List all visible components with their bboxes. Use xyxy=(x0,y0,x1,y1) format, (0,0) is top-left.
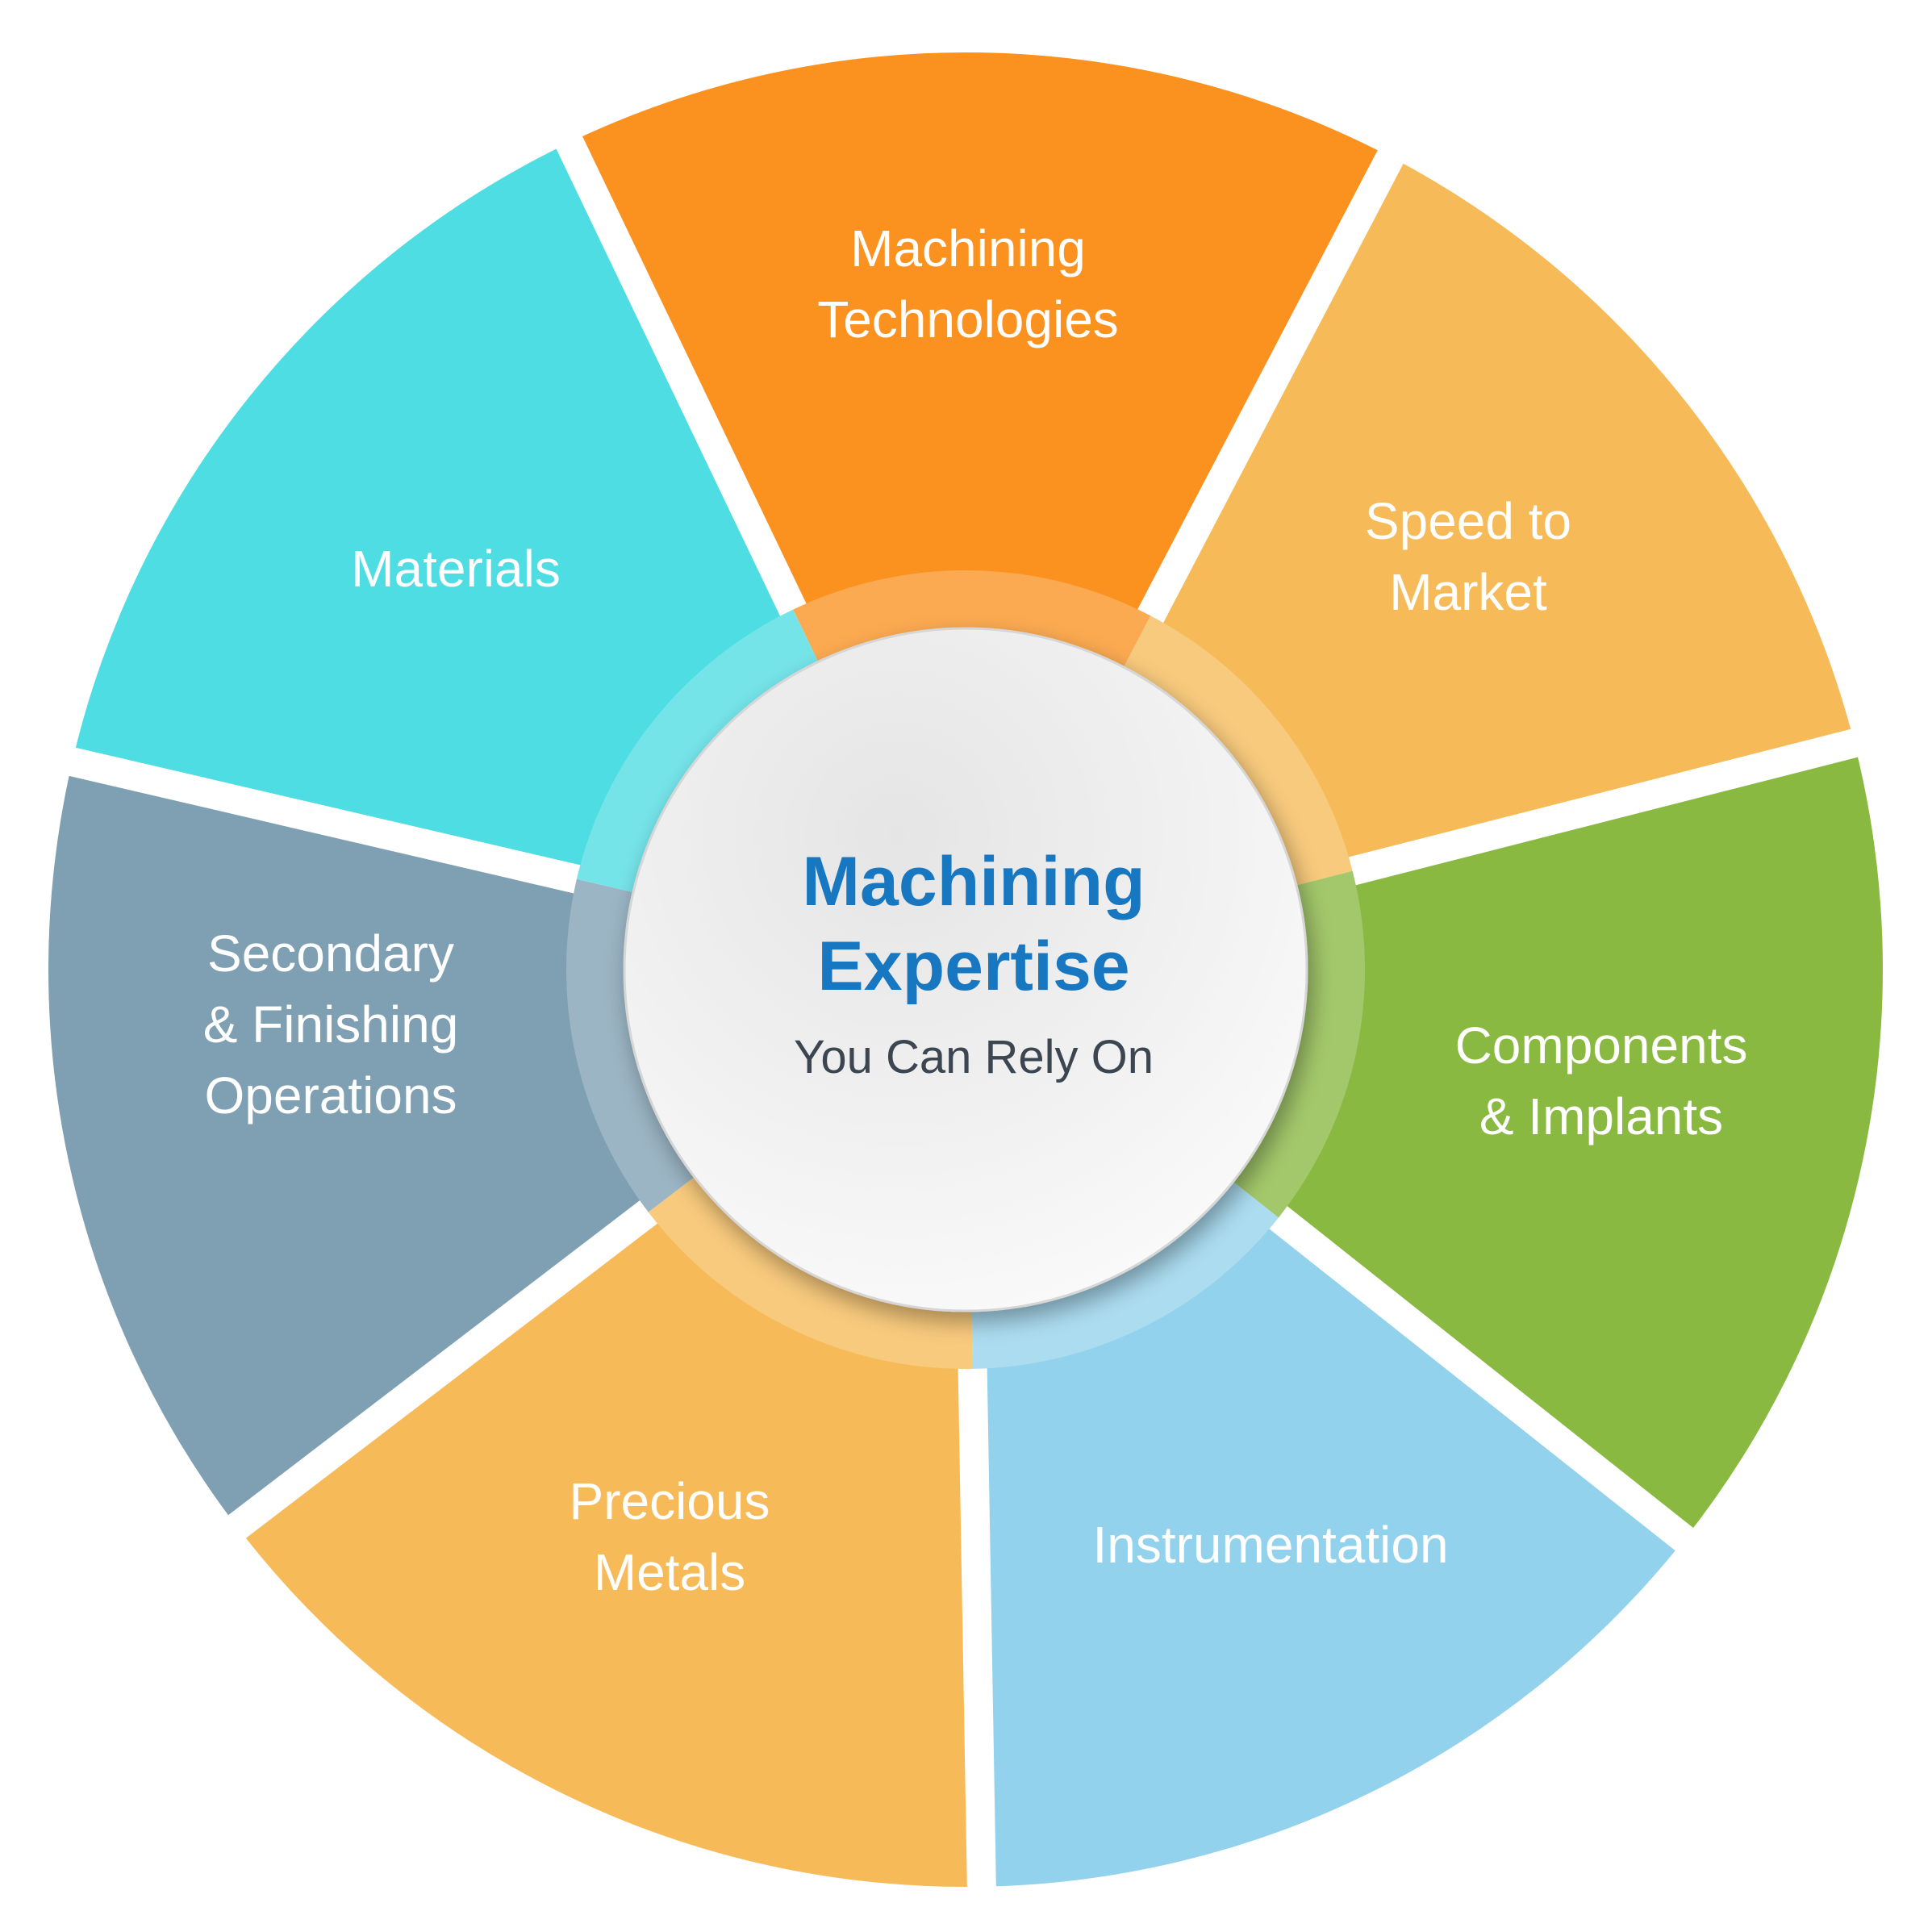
label-speed-to-market: Speed to Market xyxy=(1365,492,1571,621)
label-line: & Implants xyxy=(1479,1087,1723,1145)
center-title-line2: Expertise xyxy=(817,928,1129,1005)
label-line: Components xyxy=(1455,1016,1748,1074)
label-line: Materials xyxy=(351,540,561,598)
label-line: Precious xyxy=(570,1472,770,1530)
label-line: Market xyxy=(1389,563,1547,621)
label-line: Machining xyxy=(850,219,1086,277)
label-line: Secondary xyxy=(207,924,454,983)
center-disc xyxy=(623,627,1308,1312)
label-line: Technologies xyxy=(817,290,1119,348)
label-line: Operations xyxy=(204,1066,457,1125)
label-instrumentation: Instrumentation xyxy=(1092,1516,1448,1574)
label-materials: Materials xyxy=(351,540,561,598)
label-components-implants: Components & Implants xyxy=(1455,1016,1748,1145)
label-line: & Finishing xyxy=(203,995,459,1054)
segment-machining-technologies xyxy=(569,52,1391,970)
label-line: Instrumentation xyxy=(1092,1516,1448,1574)
center-title-line1: Machining xyxy=(802,843,1145,920)
label-line: Speed to xyxy=(1365,492,1571,550)
label-line: Metals xyxy=(594,1543,746,1601)
center-subtitle: You Can Rely On xyxy=(794,1031,1154,1083)
